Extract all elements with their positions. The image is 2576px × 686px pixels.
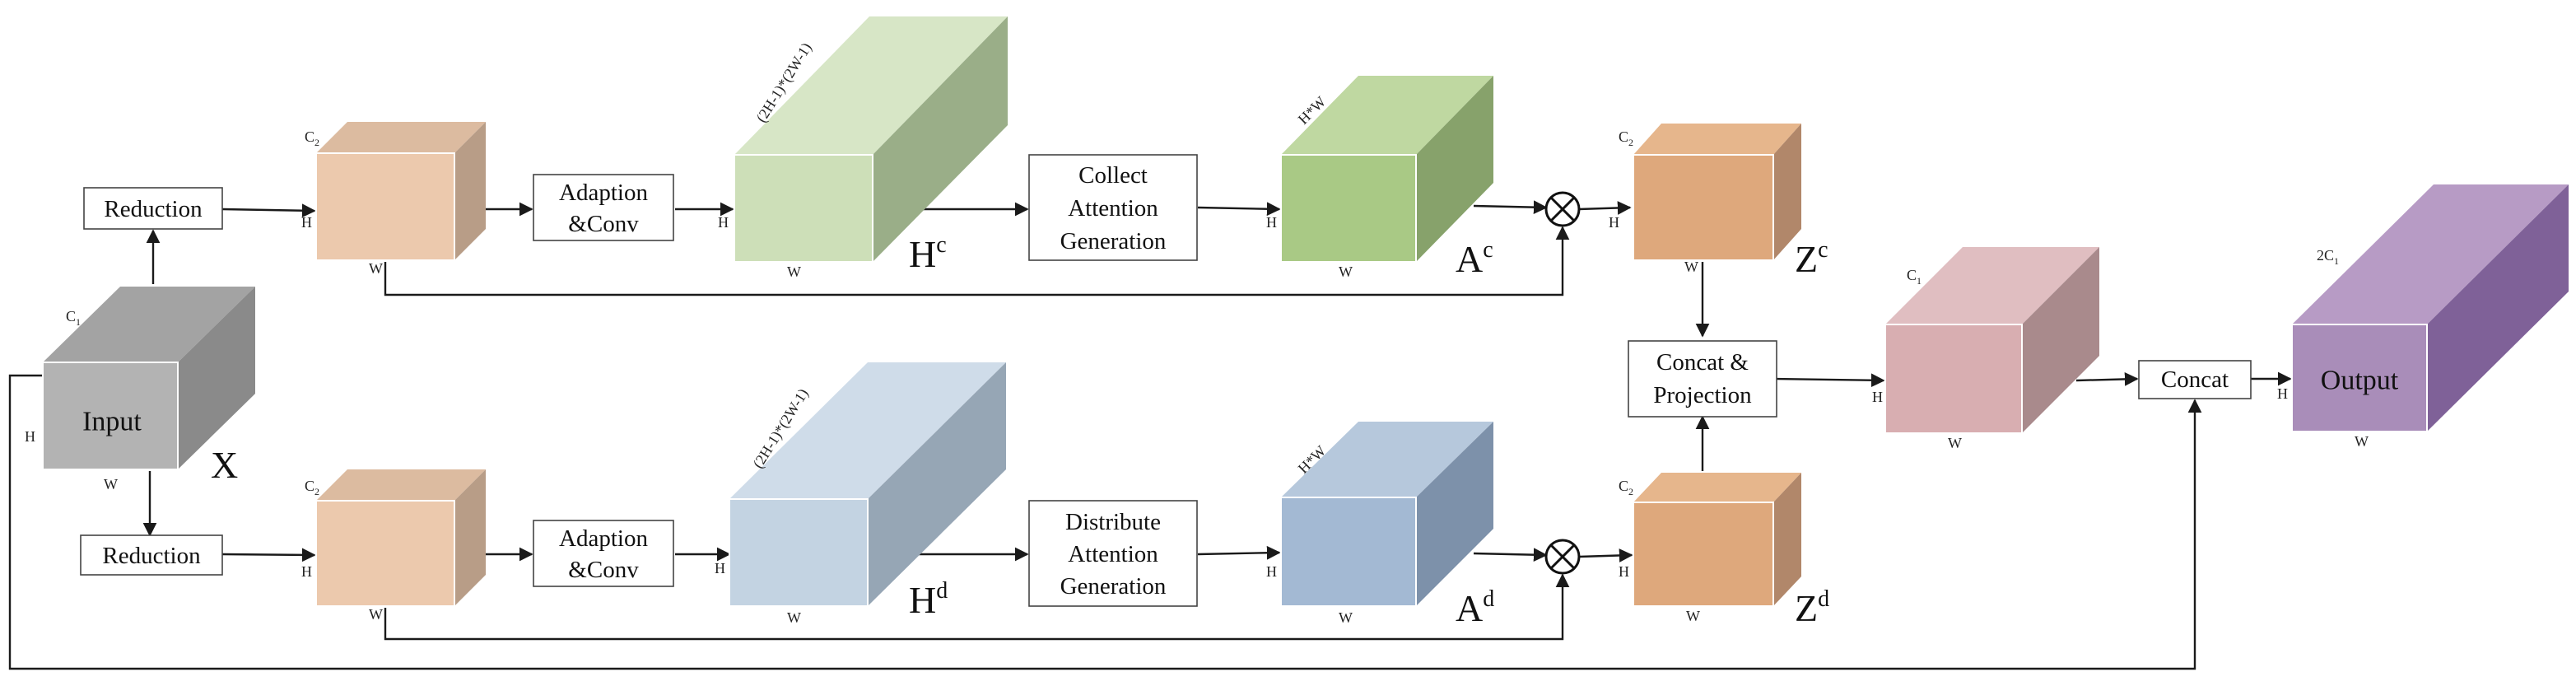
dim-w-ad: W	[1339, 609, 1353, 626]
concat-projection-line2: Projection	[1653, 382, 1752, 408]
dim-h-hc: H	[718, 214, 729, 231]
dim-w-output: W	[2355, 433, 2369, 450]
dim-2c1-output: 2C1	[2317, 247, 2339, 267]
arrow-ad-to-otimes-bottom	[1473, 548, 1548, 562]
dim-h-c2-top: H	[301, 214, 312, 231]
input-label: Input	[82, 407, 142, 437]
hd-block	[729, 362, 1006, 607]
dim-h-input: H	[25, 428, 35, 445]
concat-label: Concat	[2161, 366, 2229, 393]
dim-w-input: W	[104, 476, 118, 492]
reduction-box-bottom: Reduction	[80, 534, 223, 576]
collect-line3: Generation	[1060, 228, 1167, 254]
block-side-face	[178, 287, 255, 469]
dim-w-zc: W	[1684, 259, 1698, 275]
arrow-otimes-top-to-zc	[1578, 201, 1632, 215]
arrow-reduction-bottom-to-c2	[221, 548, 316, 562]
symbol-labels: X Hc Hd Ac Ad Zc Zd	[211, 232, 1829, 629]
dim-c1-input: C1	[66, 308, 81, 328]
connections	[8, 200, 2292, 670]
collect-line1: Collect	[1078, 162, 1148, 189]
reduction-top-label: Reduction	[104, 196, 203, 222]
dim-c2-zd: C2	[1619, 478, 1633, 497]
distribute-line1: Distribute	[1065, 509, 1161, 535]
reduction-box-top: Reduction	[83, 187, 223, 230]
c1-block	[1884, 247, 2099, 434]
concat-box: Concat	[2138, 360, 2252, 399]
arrow-otimes-bottom-to-zd	[1578, 548, 1633, 562]
ac-block	[1280, 76, 1493, 263]
symbol-ac: Ac	[1456, 237, 1493, 280]
dim-w-hc: W	[787, 264, 801, 280]
dim-w-hd: W	[787, 609, 801, 626]
zc-block	[1633, 124, 1801, 261]
arrow-distribute-to-ad	[1197, 545, 1281, 560]
symbol-ad: Ad	[1456, 586, 1494, 629]
output-label: Output	[2321, 366, 2399, 396]
symbol-zd: Zd	[1795, 586, 1829, 629]
arrow-reduction-top-to-c2	[221, 203, 316, 218]
distribute-line3: Generation	[1060, 573, 1167, 600]
dim-h-ac: H	[1266, 214, 1277, 231]
symbol-hc: Hc	[909, 232, 947, 275]
residual-line	[8, 374, 2202, 670]
dim-h-hd: H	[715, 560, 725, 576]
output-block: Output	[2291, 184, 2569, 432]
adaption-bottom-line2: &Conv	[568, 557, 639, 583]
c2-block-top	[315, 122, 486, 261]
reduction-bottom-label: Reduction	[102, 543, 201, 569]
input-block: Input	[42, 287, 255, 470]
c2-block-bottom	[315, 469, 486, 607]
dim-w-pink: W	[1948, 435, 1962, 451]
dim-h-zc: H	[1609, 214, 1619, 231]
zd-block	[1633, 473, 1801, 607]
adaption-top-line1: Adaption	[559, 180, 648, 206]
dim-h-pink: H	[1872, 389, 1883, 405]
symbol-zc: Zc	[1795, 237, 1828, 280]
dim-h-ad: H	[1266, 563, 1277, 580]
hc-block	[734, 16, 1008, 263]
collect-attention-box: Collect Attention Generation	[1028, 154, 1198, 261]
arrow-collect-to-ac	[1197, 202, 1281, 217]
dim-w-zd: W	[1686, 608, 1700, 624]
dim-w-c2-bottom: W	[369, 606, 383, 623]
dim-c2-top: C2	[305, 128, 319, 148]
dim-c2-bottom: C2	[305, 478, 319, 497]
dim-c2-zc: C2	[1619, 128, 1633, 148]
dim-h-output: H	[2277, 385, 2288, 402]
skip-line-bottom	[384, 573, 1570, 641]
adaption-box-top: Adaption &Conv	[533, 174, 674, 241]
otimes-bottom	[1544, 539, 1581, 575]
dim-w-c2-top: W	[369, 260, 383, 277]
dim-h-c2-bottom: H	[301, 563, 312, 580]
arrow-c1-block-to-concat	[2075, 372, 2139, 386]
block-top-face	[43, 287, 255, 362]
dim-h-zd: H	[1619, 563, 1629, 580]
otimes-top	[1544, 191, 1581, 227]
ad-block	[1280, 422, 1493, 607]
distribute-line2: Attention	[1068, 541, 1158, 567]
dim-w-ac: W	[1339, 264, 1353, 280]
adaption-bottom-line1: Adaption	[559, 525, 648, 552]
concat-projection-box: Concat & Projection	[1628, 340, 1777, 418]
block-front-face	[42, 362, 179, 470]
distribute-attention-box: Distribute Attention Generation	[1028, 500, 1198, 607]
symbol-hd: Hd	[909, 578, 948, 621]
arrow-ac-to-otimes-top	[1473, 200, 1548, 215]
symbol-x: X	[211, 444, 238, 486]
adaption-box-bottom: Adaption &Conv	[533, 520, 674, 587]
arrow-projection-to-c1-block	[1776, 373, 1885, 388]
skip-line-top	[384, 226, 1570, 296]
dim-c1-pink: C1	[1907, 267, 1922, 287]
adaption-top-line2: &Conv	[568, 211, 639, 237]
collect-line2: Attention	[1068, 195, 1158, 222]
concat-projection-line1: Concat &	[1656, 349, 1749, 376]
